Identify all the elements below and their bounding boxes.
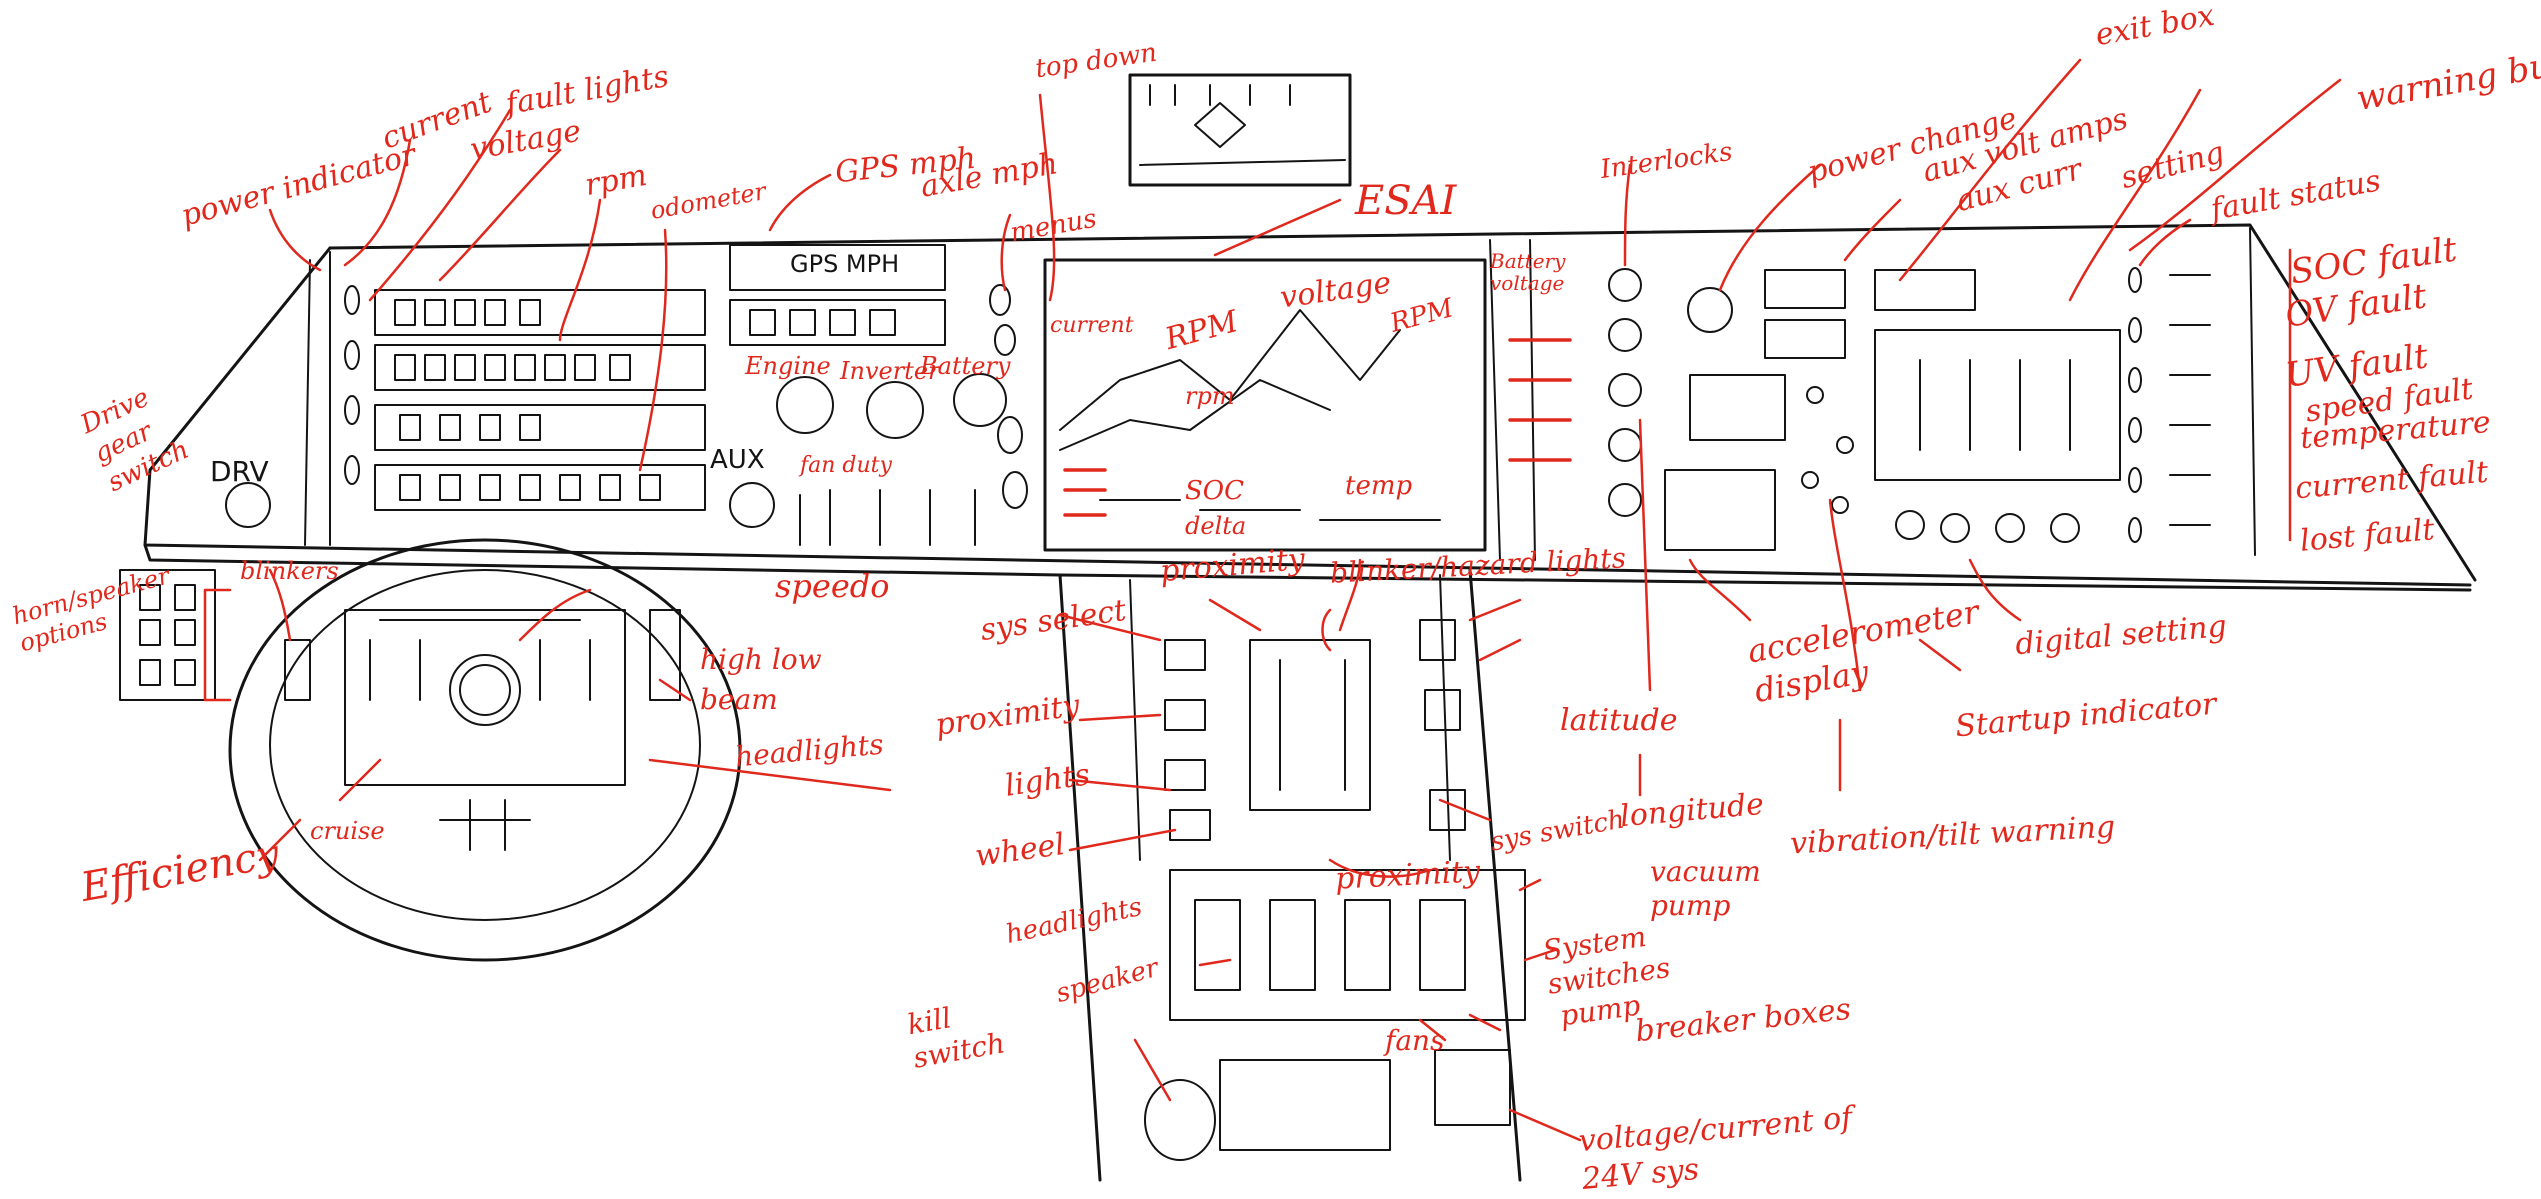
right-panel-sketch xyxy=(1608,267,2211,551)
label-latitude: latitude xyxy=(1560,703,1678,738)
label-high-low-beam: high low beam xyxy=(700,643,822,716)
sketch-text-drv: DRV xyxy=(210,455,269,488)
label-battery-voltage: Battery voltage xyxy=(1490,249,1566,295)
label-battery: Battery xyxy=(920,352,1011,380)
label-blinkers: blinkers xyxy=(240,557,339,585)
label-cruise: cruise xyxy=(310,817,385,845)
left-cluster-sketch xyxy=(225,285,706,528)
annotation-leaders xyxy=(203,58,2342,1142)
label-delta: delta xyxy=(1185,512,1247,540)
label-inverter: Inverter xyxy=(840,357,940,385)
sketch-text-gps-mph: GPS MPH xyxy=(790,250,900,278)
steering-wheel-sketch xyxy=(119,538,742,962)
label-proximity-bottom: proximity xyxy=(1334,854,1481,897)
label-temp: temp xyxy=(1345,471,1413,501)
label-soc: SOC xyxy=(1185,476,1245,506)
label-esai: ESAI xyxy=(1355,178,1457,224)
dashboard-outline xyxy=(143,223,2477,592)
label-fan-duty: fan duty xyxy=(800,453,892,478)
label-current-small: current xyxy=(1050,313,1134,338)
label-fans: fans xyxy=(1385,1024,1445,1057)
label-vacuum-pump: vacuum pump xyxy=(1650,855,1761,922)
center-screen-sketch xyxy=(1043,258,1487,552)
label-rpm-mid: rpm xyxy=(1185,382,1235,410)
gps-gauge-sketch xyxy=(729,244,1028,546)
label-speedo: speedo xyxy=(775,567,890,605)
top-down-display-sketch xyxy=(1128,73,1352,187)
sketch-text-aux: AUX xyxy=(710,445,765,475)
label-engine: Engine xyxy=(745,352,831,380)
